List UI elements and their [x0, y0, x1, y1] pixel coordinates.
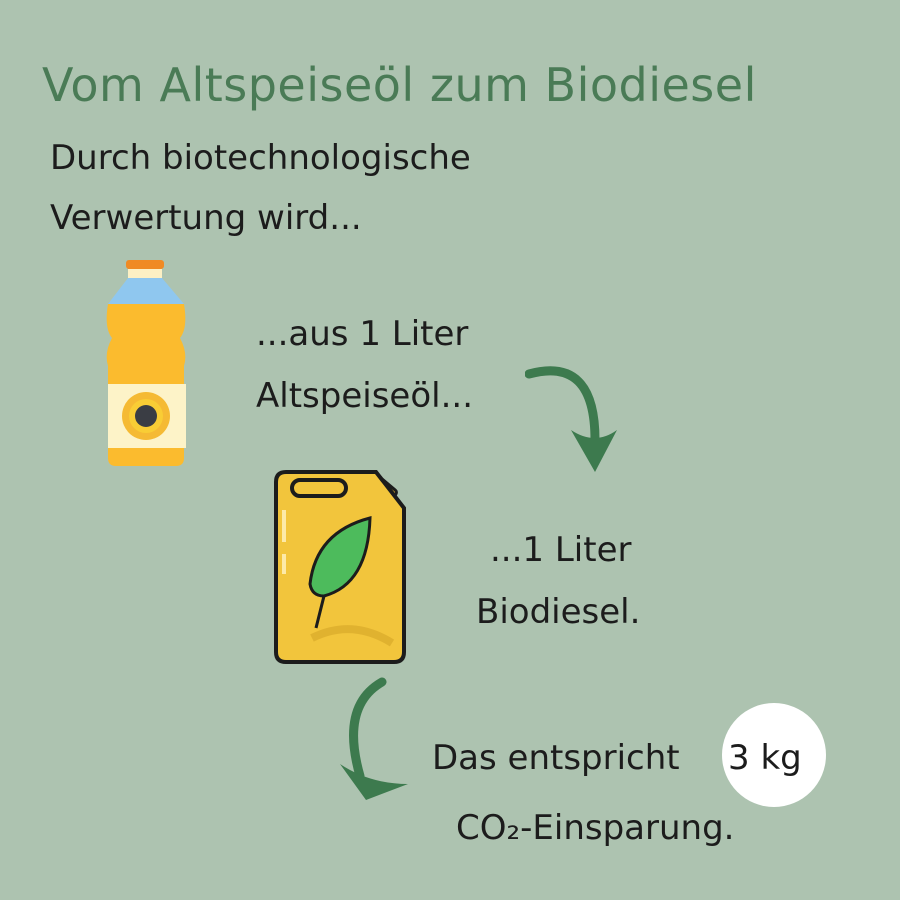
title: Vom Altspeiseöl zum Biodiesel — [42, 58, 757, 112]
step1-line-1: ...aus 1 Liter — [256, 314, 469, 354]
biodiesel-canister-icon — [274, 470, 406, 664]
intro-line-1: Durch biotechnologische — [50, 138, 471, 178]
curved-arrow-icon — [525, 366, 617, 472]
highlight-circle — [722, 703, 826, 807]
step2-line-1: ...1 Liter — [490, 530, 632, 570]
step1-line-2: Altspeiseöl... — [256, 376, 473, 416]
curved-arrow-icon — [340, 677, 408, 800]
oil-bottle-icon — [106, 260, 186, 466]
step3-line-1: Das entspricht — [432, 738, 680, 778]
intro-line-2: Verwertung wird... — [50, 198, 362, 238]
step2-line-2: Biodiesel. — [476, 592, 641, 632]
step3-line-2: CO₂-Einsparung. — [456, 808, 735, 848]
co2-amount: 3 kg — [728, 738, 802, 778]
